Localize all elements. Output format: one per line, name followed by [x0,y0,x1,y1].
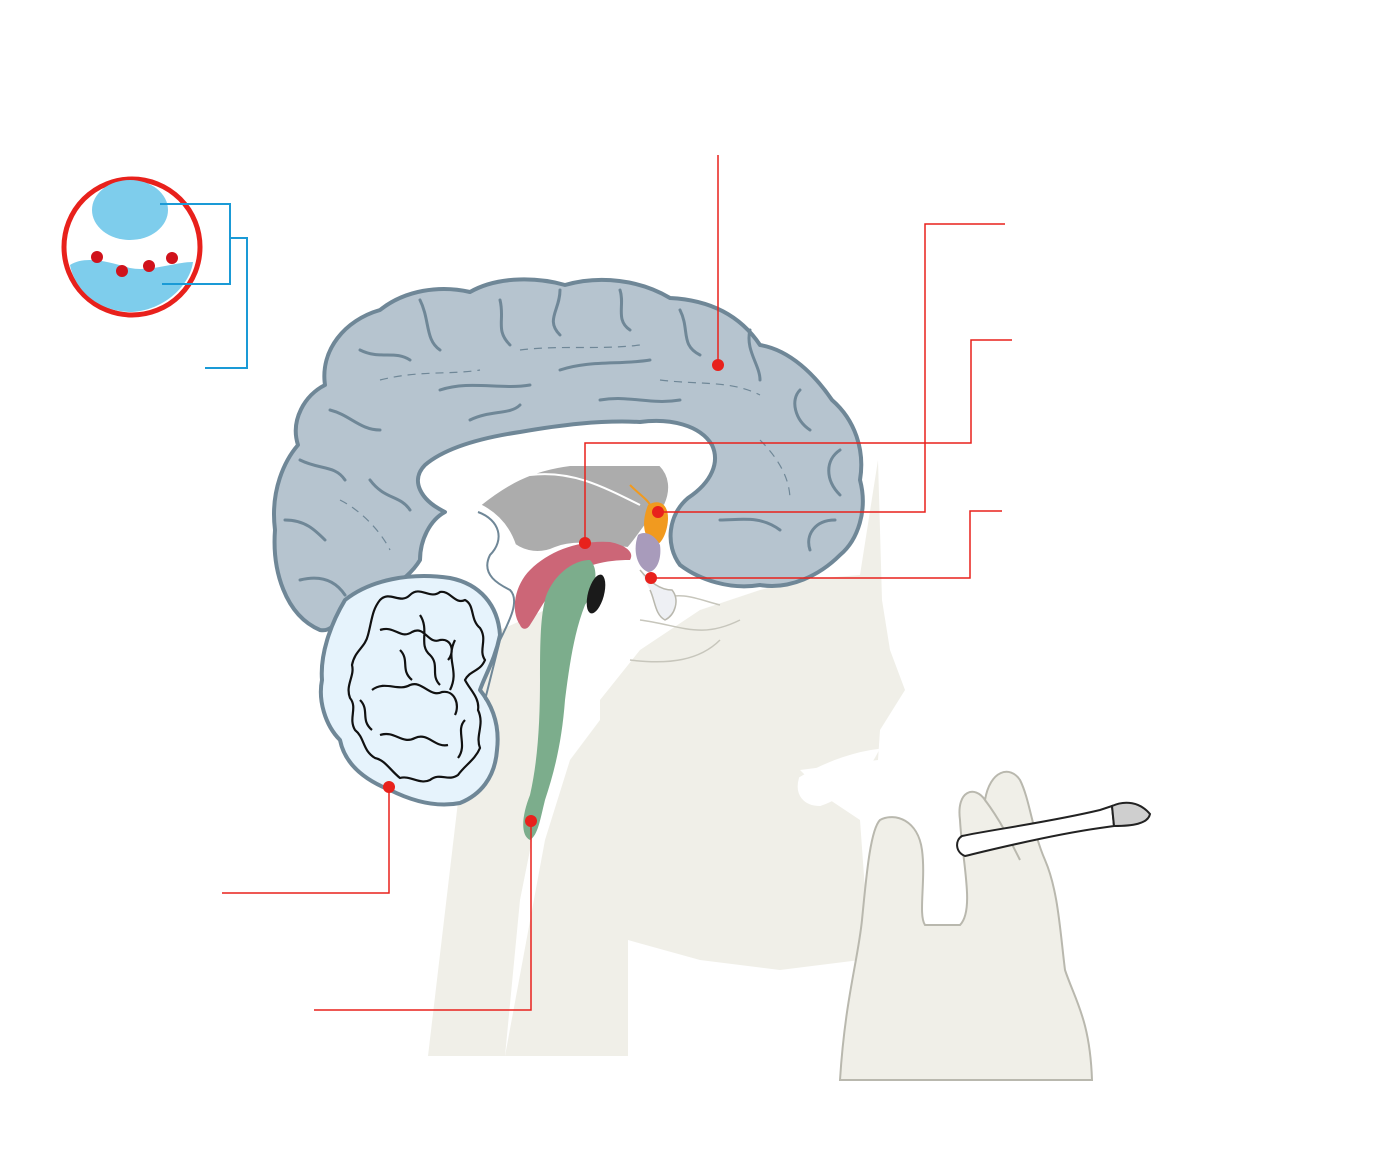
hypothalamus-point [652,506,664,518]
mouth [797,748,880,807]
pituitary-point [645,572,657,584]
presynaptic-leader [160,203,231,285]
cigarette-icon [956,801,1152,858]
presynaptic-terminal [92,180,168,240]
brainstem-outline [477,511,516,701]
neurotransmitter-dot [116,265,128,277]
cortex-point [712,359,724,371]
hand-with-cigarette [838,770,1152,1081]
cerebellum-point [383,781,395,793]
hypothalamus-outline [629,484,651,506]
diencephalon [477,464,671,701]
fourth-ventricle [586,574,606,614]
hypothalamus-leader [658,223,1005,513]
thalamus [478,464,671,553]
hand [838,770,1094,1081]
neck-front [505,720,600,1056]
brainstem [523,560,596,840]
neck-back [428,610,560,1056]
cerebellum-folia [347,590,487,783]
midbrain-leader [584,339,1012,543]
neurotransmitter-dot [91,251,103,263]
head-silhouette [428,460,905,1056]
cerebrum-sulci [283,288,842,597]
cerebellum [318,574,502,807]
cerebellum-leader [222,787,390,894]
cerebrum-fine-lines [339,344,791,551]
brainstem-point [525,815,537,827]
head-profile [600,460,905,1056]
pointer-lines [222,155,1012,1011]
midbrain-point [579,537,591,549]
neurotransmitter-dot [166,252,178,264]
postsynaptic-membrane [70,259,193,312]
brainstem-leader [314,821,532,1011]
midbrain [514,541,632,629]
pointer-dots [383,359,724,827]
synapse-icon [61,176,203,318]
pituitary-leader [651,510,1002,579]
neurotransmitter-dot [143,260,155,272]
inset-brackets [160,203,248,369]
inset-bracket [205,237,248,369]
pituitary [635,533,661,572]
